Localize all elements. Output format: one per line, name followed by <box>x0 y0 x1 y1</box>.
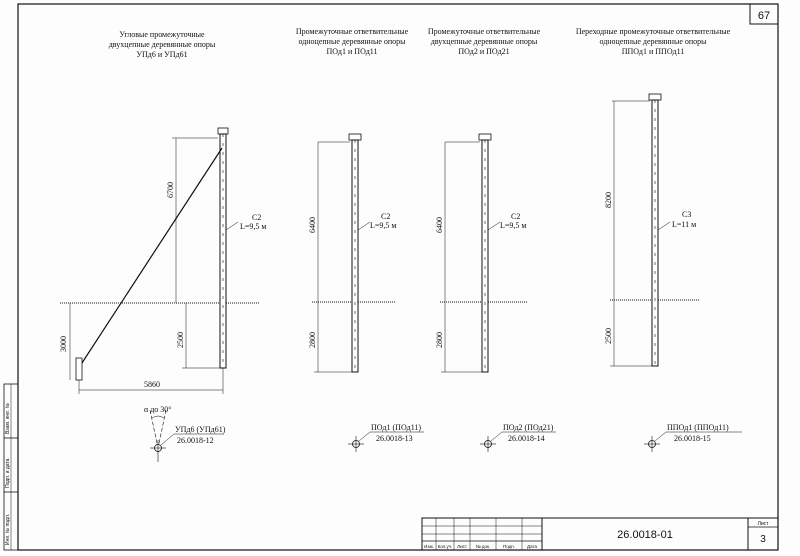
pole-3-title-line-1: Промежуточные ответвительные <box>428 27 541 36</box>
sheet-frame <box>17 3 779 551</box>
pole-1-top-dim: 6700 <box>166 182 175 198</box>
pole-4-type-code: 26.0018-15 <box>674 434 711 443</box>
sheet-number-box <box>749 3 779 25</box>
pole-3-body <box>481 139 489 373</box>
pole-1-bottom-dim: 2500 <box>176 332 185 348</box>
pole-1-type-name: УПд6 (УПд61) <box>175 425 226 434</box>
pole-3-type-code: 26.0018-14 <box>508 434 545 443</box>
document-code: 26.0018-01 <box>617 529 673 541</box>
pole-group-1: Угловые промежуточные двухцепные деревян… <box>59 30 266 462</box>
sheet-label: Лист <box>758 521 770 527</box>
pole-2-body <box>351 139 359 373</box>
pole-3-insulator <box>478 133 492 141</box>
pole-2-title-line-2: одноцепные деревянные опоры <box>298 37 406 46</box>
pole-3-title-line-3: ПОд2 и ПОд21 <box>458 47 509 56</box>
pole-4-length: L=11 м <box>672 220 696 229</box>
tb-header-3: Лист <box>457 544 467 549</box>
pole-2-type-name: ПОд1 (ПОд11) <box>371 423 421 432</box>
sheet-number: 67 <box>758 10 770 22</box>
pole-2-top-dim: 6400 <box>308 217 317 233</box>
tb-header-5: Подп. <box>503 544 515 549</box>
pole-3-length: L=9,5 м <box>500 221 526 230</box>
pole-group-3: Промежуточные ответвительные двухцепные … <box>428 27 556 452</box>
pole-3-top-dim: 6400 <box>435 217 444 233</box>
pole-4-top-dim: 8200 <box>604 192 613 208</box>
title-block: Изм. Кол.уч. Лист № док. Подп. Дата 26.0… <box>421 517 779 551</box>
side-stamp-2: Подп. и дата <box>5 458 11 488</box>
pole-4-title-line-1: Переходные промежуточные ответвительные <box>576 27 731 36</box>
pole-3-label: С2 <box>511 212 520 221</box>
pole-1-strut-dim: 3000 <box>59 336 68 352</box>
pole-1-label: С2 <box>252 213 261 222</box>
pole-2-insulator <box>348 133 362 141</box>
pole-3-bottom-dim: 2800 <box>435 332 444 348</box>
sheet-value: 3 <box>760 534 766 545</box>
side-stamp: Инв. № подл. Подп. и дата Взам. инв. № <box>3 383 19 551</box>
pole-2-label: С2 <box>381 212 390 221</box>
pole-1-span-dim: 5860 <box>144 380 160 389</box>
pole-2-bottom-dim: 2800 <box>308 332 317 348</box>
pole-1-strut-foot <box>75 357 83 381</box>
pole-2-title-line-1: Промежуточные ответвительные <box>296 27 409 36</box>
pole-1-length: L=9,5 м <box>240 222 266 231</box>
pole-2-length: L=9,5 м <box>370 221 396 230</box>
tb-header-6: Дата <box>527 544 537 549</box>
pole-1-title-line-3: УПд6 и УПд61 <box>136 50 187 59</box>
pole-4-type-name: ППОд1 (ППОд11) <box>667 423 729 432</box>
pole-1-title-line-2: двухцепные деревянные опоры <box>109 40 216 49</box>
pole-4-bottom-dim: 2500 <box>604 328 613 344</box>
pole-2-type-code: 26.0018-13 <box>376 434 413 443</box>
pole-3-title-line-2: двухцепные деревянные опоры <box>431 37 538 46</box>
pole-4-label: С3 <box>682 210 691 219</box>
pole-4-insulator <box>648 93 662 101</box>
pole-1-title-line-1: Угловые промежуточные <box>119 30 205 39</box>
side-stamp-3: Взам. инв. № <box>5 403 11 434</box>
pole-group-4: Переходные промежуточные ответвительные … <box>576 27 742 452</box>
side-stamp-1: Инв. № подл. <box>5 514 11 545</box>
pole-1-crossarm <box>217 127 229 135</box>
pole-4-title-line-2: одноцепные деревянные опоры <box>599 37 707 46</box>
pole-group-2: Промежуточные ответвительные одноцепные … <box>296 27 424 452</box>
pole-2-title-line-3: ПОд1 и ПОд11 <box>326 47 377 56</box>
tb-header-2: Кол.уч. <box>438 544 453 549</box>
pole-4-title-line-3: ППОд1 и ППОд11 <box>622 47 685 56</box>
pole-1-type-code: 26.0018-12 <box>177 436 214 445</box>
pole-1-angle: α до 30° <box>144 405 171 414</box>
tb-header-4: № док. <box>476 544 490 549</box>
tb-header-1: Изм. <box>424 544 434 549</box>
pole-1-strut <box>79 147 223 367</box>
pole-3-type-name: ПОд2 (ПОд21) <box>503 423 554 432</box>
